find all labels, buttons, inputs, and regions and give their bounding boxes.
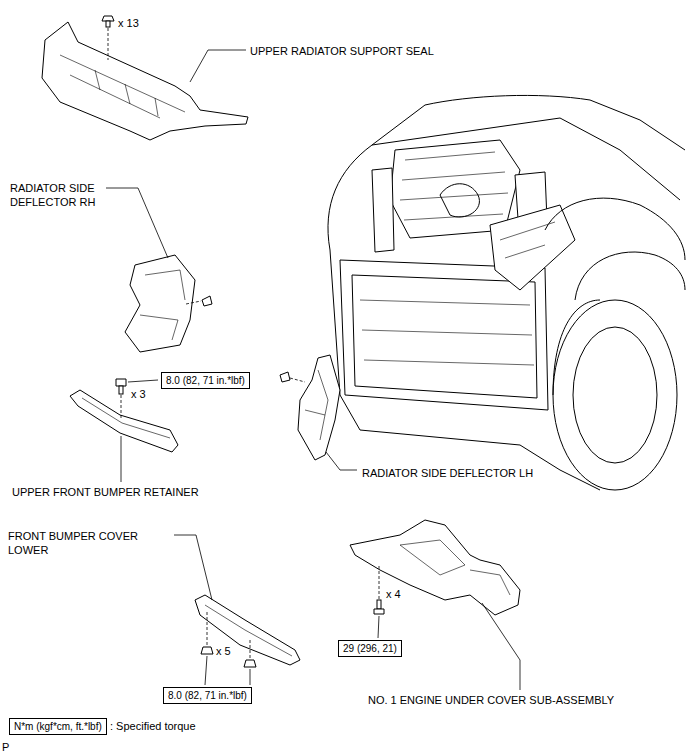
torque-value: 8.0 (82, 71 in.*lbf)	[166, 374, 245, 387]
quantity-callout: x 3	[131, 387, 146, 401]
quantity-callout: x 4	[386, 587, 401, 601]
part-name: RADIATOR SIDE DEFLECTOR LH	[362, 466, 533, 480]
part-name: FRONT BUMPER COVER LOWER	[8, 529, 158, 557]
radiator-side-deflector-rh	[125, 255, 195, 352]
part-name: UPPER FRONT BUMPER RETAINER	[12, 485, 199, 499]
engine-under-cover	[350, 520, 520, 615]
torque-box: 8.0 (82, 71 in.*lbf)	[163, 687, 252, 704]
quantity-callout: x 5	[216, 644, 231, 658]
torque-value: 8.0 (82, 71 in.*lbf)	[168, 689, 247, 702]
upper-front-bumper-retainer	[70, 390, 178, 452]
torque-value: 29 (296, 21)	[343, 642, 397, 655]
page-mark: P	[2, 740, 9, 754]
upper-radiator-support-seal	[42, 22, 248, 140]
part-name: RADIATOR SIDE DEFLECTOR RH	[10, 181, 125, 209]
radiator-side-deflector-lh	[298, 355, 340, 460]
quantity-callout: x 13	[118, 16, 139, 30]
fasteners	[102, 16, 384, 667]
vehicle-front	[328, 95, 685, 490]
part-name: UPPER RADIATOR SUPPORT SEAL	[250, 44, 434, 58]
front-bumper-cover-lower	[195, 595, 300, 665]
torque-box: 29 (296, 21)	[338, 640, 402, 657]
legend-torque-box: N*m (kgf*cm, ft.*lbf)	[9, 718, 107, 735]
legend-text: : Specified torque	[110, 719, 196, 733]
torque-value: N*m (kgf*cm, ft.*lbf)	[14, 720, 102, 733]
leader-lines	[106, 28, 520, 690]
torque-box: 8.0 (82, 71 in.*lbf)	[161, 372, 250, 389]
part-name: NO. 1 ENGINE UNDER COVER SUB-ASSEMBLY	[368, 693, 614, 707]
